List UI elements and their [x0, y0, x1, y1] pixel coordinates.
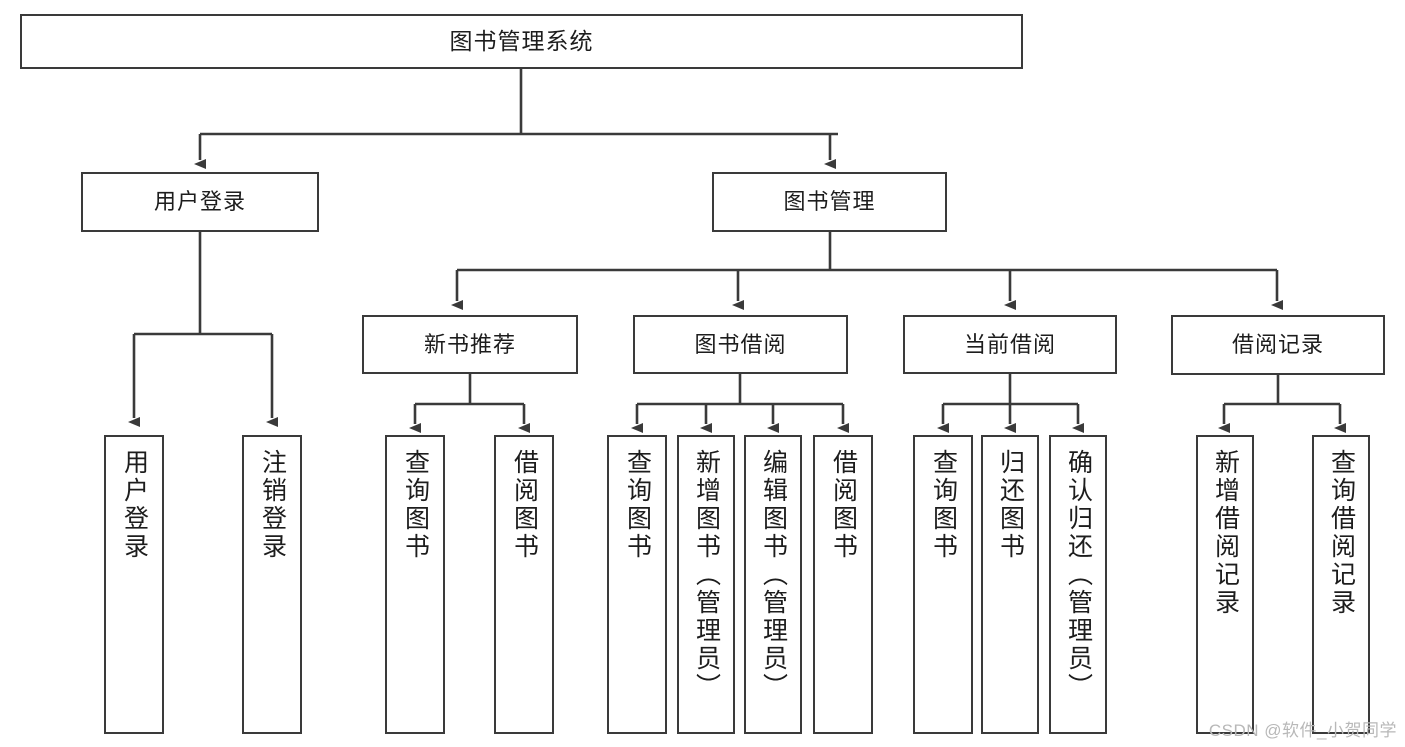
- node-leaf-confirm-return[interactable]: 确认归还（管理员）: [1049, 435, 1107, 734]
- node-label: 图书借阅: [694, 331, 787, 357]
- node-label: 查询图书: [401, 449, 430, 561]
- node-borrow-record[interactable]: 借阅记录: [1171, 315, 1385, 375]
- watermark: CSDN @软件_小贺同学: [1208, 721, 1397, 740]
- node-label: 图书管理: [783, 189, 876, 215]
- node-new-book-recommend[interactable]: 新书推荐: [362, 315, 578, 374]
- node-label: 当前借阅: [963, 331, 1056, 357]
- node-leaf-query-borrow-record[interactable]: 查询借阅记录: [1312, 435, 1370, 734]
- node-label: 查询图书: [623, 449, 652, 561]
- node-label: 新书推荐: [423, 331, 516, 357]
- node-label: 新增借阅记录: [1211, 449, 1240, 617]
- node-book-management[interactable]: 图书管理: [712, 172, 947, 232]
- node-leaf-query-book-current[interactable]: 查询图书: [913, 435, 973, 734]
- node-leaf-user-login[interactable]: 用户登录: [104, 435, 164, 734]
- node-current-borrow[interactable]: 当前借阅: [903, 315, 1117, 374]
- node-label: 编辑图书（管理员）: [759, 449, 788, 701]
- node-user-login[interactable]: 用户登录: [81, 172, 319, 232]
- node-label: 注销登录: [258, 449, 287, 561]
- node-label: 借阅图书: [829, 449, 858, 561]
- node-label: 查询图书: [929, 449, 958, 561]
- node-label: 借阅记录: [1231, 332, 1324, 358]
- node-leaf-borrow-book-recommend[interactable]: 借阅图书: [494, 435, 554, 734]
- node-leaf-logout[interactable]: 注销登录: [242, 435, 302, 734]
- node-label: 借阅图书: [510, 449, 539, 561]
- node-label: 用户登录: [153, 189, 246, 215]
- node-book-borrow[interactable]: 图书借阅: [633, 315, 848, 374]
- node-root-book-management-system[interactable]: 图书管理系统: [20, 14, 1023, 69]
- node-leaf-query-book-borrow[interactable]: 查询图书: [607, 435, 667, 734]
- node-leaf-add-borrow-record[interactable]: 新增借阅记录: [1196, 435, 1254, 734]
- node-label: 查询借阅记录: [1327, 449, 1356, 617]
- node-label: 新增图书（管理员）: [692, 449, 721, 701]
- node-leaf-edit-book[interactable]: 编辑图书（管理员）: [744, 435, 802, 734]
- node-leaf-add-book[interactable]: 新增图书（管理员）: [677, 435, 735, 734]
- node-label: 归还图书: [996, 449, 1025, 561]
- node-leaf-borrow-book[interactable]: 借阅图书: [813, 435, 873, 734]
- node-label: 确认归还（管理员）: [1064, 449, 1093, 701]
- node-leaf-return-book[interactable]: 归还图书: [981, 435, 1039, 734]
- node-leaf-query-book-recommend[interactable]: 查询图书: [385, 435, 445, 734]
- node-label: 图书管理系统: [449, 27, 594, 54]
- node-label: 用户登录: [120, 449, 149, 561]
